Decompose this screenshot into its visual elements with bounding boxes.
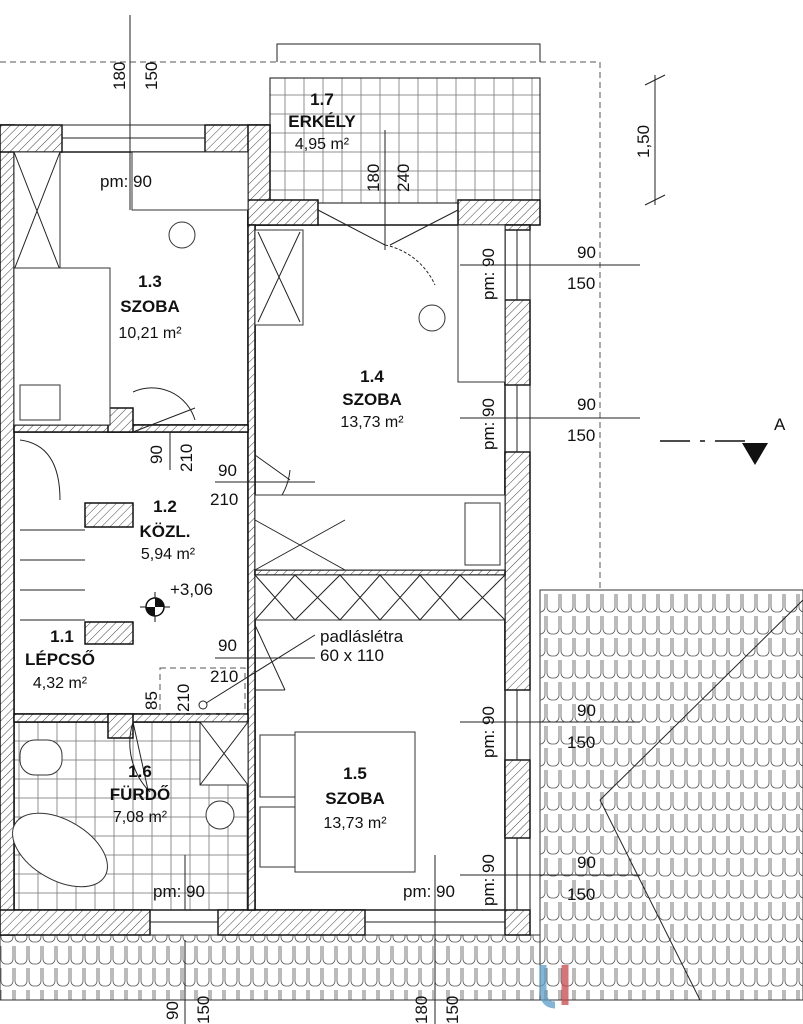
balcony-floor [269,77,541,204]
svg-text:210: 210 [210,667,238,686]
room-1-4-label: 1.4 SZOBA 13,73 m² [340,367,404,431]
dimension-labels: 180 150 180 240 1,50 pm: 90 pm: 90 90 15… [100,62,653,1024]
svg-text:1,50: 1,50 [634,125,653,158]
svg-text:180: 180 [412,996,431,1024]
svg-text:1.5: 1.5 [343,764,367,783]
svg-text:210: 210 [174,684,193,712]
section-arrow-icon [742,443,768,465]
svg-text:90: 90 [218,461,237,480]
svg-text:90: 90 [577,243,596,262]
svg-text:10,21 m²: 10,21 m² [118,325,182,342]
svg-text:1.6: 1.6 [128,762,152,781]
svg-text:210: 210 [177,444,196,472]
svg-text:5,94 m²: 5,94 m² [141,546,196,563]
room-1-7-label: 1.7 ERKÉLY 4,95 m² [288,90,356,153]
svg-text:150: 150 [443,996,462,1024]
svg-text:60 x 110: 60 x 110 [320,646,384,665]
roof-tiles-right [539,589,803,1001]
svg-text:90: 90 [577,853,596,872]
room-1-3-label: 1.3 SZOBA 10,21 m² [118,272,182,342]
roof-hip-line [599,799,701,1001]
roof-hip-line [599,599,803,801]
balcony-outline [276,43,541,62]
svg-text:LÉPCSŐ: LÉPCSŐ [25,650,95,669]
svg-text:150: 150 [567,274,595,293]
room-1-5-label: 1.5 SZOBA 13,73 m² [323,764,387,832]
room-1-1-label: 1.1 LÉPCSŐ 4,32 m² [25,627,95,692]
svg-text:ERKÉLY: ERKÉLY [288,112,356,131]
doors [129,209,459,793]
svg-text:pm: 90: pm: 90 [479,248,498,300]
svg-text:13,73 m²: 13,73 m² [323,815,387,832]
svg-text:pm: 90: pm: 90 [100,172,152,191]
svg-text:padláslétra: padláslétra [320,627,404,646]
svg-text:7,08 m²: 7,08 m² [113,809,168,826]
svg-text:pm: 90: pm: 90 [479,706,498,758]
level-marker-icon [140,592,170,622]
svg-text:180: 180 [364,164,383,192]
svg-text:90: 90 [147,445,166,464]
level-label: +3,06 [170,580,213,599]
svg-text:1.1: 1.1 [50,627,74,646]
svg-text:150: 150 [567,885,595,904]
svg-text:240: 240 [394,164,413,192]
svg-text:pm: 90: pm: 90 [479,854,498,906]
furniture [12,151,506,888]
svg-text:90: 90 [163,1001,182,1020]
svg-text:4,95 m²: 4,95 m² [295,136,350,153]
svg-text:SZOBA: SZOBA [120,297,180,316]
dimension-lines [129,15,666,1024]
section-marker: A [660,415,786,465]
svg-text:1.2: 1.2 [153,497,177,516]
svg-text:180: 180 [110,62,129,90]
svg-text:150: 150 [567,426,595,445]
upper-outline [0,61,601,590]
svg-text:150: 150 [567,733,595,752]
room-1-6-label: 1.6 FÜRDŐ 7,08 m² [110,762,170,826]
svg-text:90: 90 [218,636,237,655]
svg-text:1.7: 1.7 [310,90,334,109]
svg-text:pm: 90: pm: 90 [479,398,498,450]
svg-text:1.3: 1.3 [138,272,162,291]
svg-text:SZOBA: SZOBA [325,789,385,808]
svg-text:4,32 m²: 4,32 m² [33,675,88,692]
svg-text:KÖZL.: KÖZL. [140,522,191,541]
svg-text:pm: 90: pm: 90 [153,882,205,901]
room-1-2-label: 1.2 KÖZL. 5,94 m² [140,497,196,563]
watermark-logo [539,965,569,1009]
svg-text:85: 85 [142,691,161,710]
svg-text:SZOBA: SZOBA [342,390,402,409]
svg-text:150: 150 [142,62,161,90]
svg-text:FÜRDŐ: FÜRDŐ [110,785,170,804]
svg-text:150: 150 [194,996,213,1024]
svg-text:1.4: 1.4 [360,367,384,386]
svg-text:210: 210 [210,490,238,509]
svg-text:90: 90 [577,701,596,720]
section-label: A [774,415,786,434]
svg-text:13,73 m²: 13,73 m² [340,414,404,431]
svg-text:pm: 90: pm: 90 [403,882,455,901]
svg-text:90: 90 [577,395,596,414]
